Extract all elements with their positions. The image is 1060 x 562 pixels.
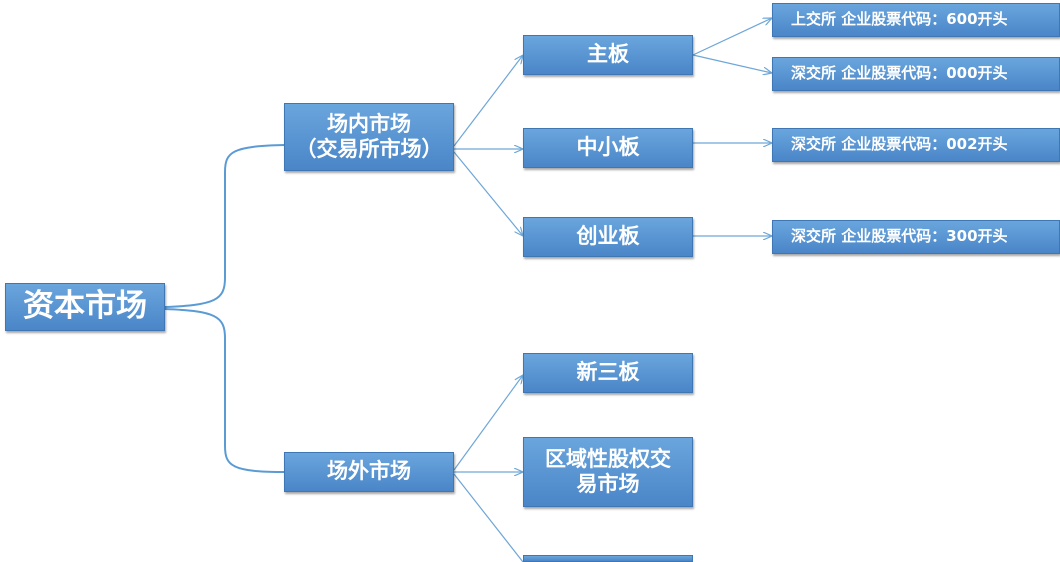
onexchange-label-line2: （交易所市场） <box>295 137 443 161</box>
partial-board-node <box>523 555 693 562</box>
sme-board-node: 中小板 <box>523 128 693 168</box>
neeq-node: 新三板 <box>523 353 693 393</box>
brace-to-onexchange <box>164 144 286 308</box>
neeq-label: 新三板 <box>576 360 640 385</box>
sz-main-code-node: 深交所 企业股票代码：000开头 <box>772 57 1060 91</box>
sz-sme-code-node: 深交所 企业股票代码：002开头 <box>772 128 1060 162</box>
arrow-to-partial-board <box>453 473 524 562</box>
arrow-to-sh-code <box>692 18 772 56</box>
onexchange-label-line1: 场内市场 <box>327 111 411 136</box>
arrow-to-neeq <box>453 375 523 471</box>
sh-code-label: 上交所 企业股票代码：600开头 <box>791 10 1008 28</box>
sz-chinext-code-label: 深交所 企业股票代码：300开头 <box>791 227 1008 245</box>
sme-board-label: 中小板 <box>576 135 640 160</box>
sz-main-code-label: 深交所 企业股票代码：000开头 <box>791 64 1008 82</box>
main-board-label: 主板 <box>587 42 629 67</box>
sz-chinext-code-node: 深交所 企业股票代码：300开头 <box>772 220 1060 254</box>
regional-label-line1: 区域性股权交 <box>545 446 671 471</box>
chinext-label: 创业板 <box>576 224 640 249</box>
capital-market-label: 资本市场 <box>23 288 147 325</box>
otc-market-label: 场外市场 <box>327 459 411 484</box>
regional-label-line2: 易市场 <box>576 472 640 496</box>
chinext-node: 创业板 <box>523 217 693 257</box>
regional-equity-node: 区域性股权交 易市场 <box>523 437 693 507</box>
brace-to-otc <box>164 308 286 473</box>
arrow-to-chinext <box>453 151 523 236</box>
arrow-to-sz-main-code <box>692 54 772 73</box>
sh-code-node: 上交所 企业股票代码：600开头 <box>772 3 1060 37</box>
capital-market-node: 资本市场 <box>5 283 165 331</box>
otc-market-node: 场外市场 <box>284 452 454 492</box>
onexchange-market-node: 场内市场 （交易所市场） <box>284 103 454 171</box>
arrow-to-main-board <box>453 55 523 147</box>
main-board-node: 主板 <box>523 35 693 75</box>
sz-sme-code-label: 深交所 企业股票代码：002开头 <box>791 135 1008 153</box>
